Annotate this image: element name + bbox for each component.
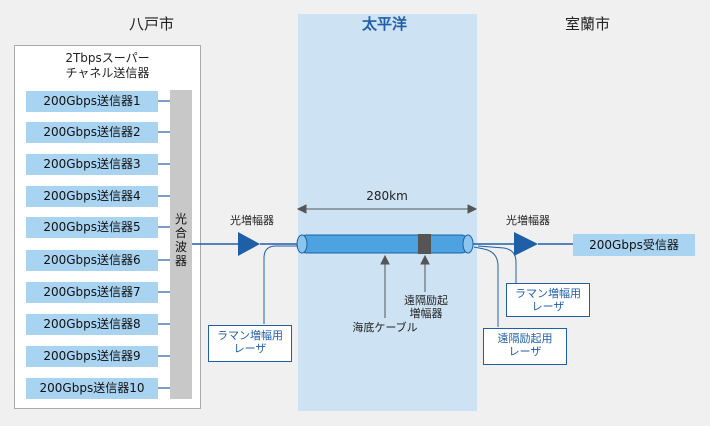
transmitter-channel: 200Gbps送信器6 [26,250,158,271]
raman-right-line1: ラマン増幅用 [515,287,581,300]
multiplexer-label-text: 光合波器 [174,212,187,268]
transmitter-channel: 200Gbps送信器9 [26,346,158,367]
pointer-arrows [380,254,430,318]
raman-right-line2: レーザ [531,300,565,313]
remote-amplifier-label-line2: 増幅器 [409,307,443,320]
right-amplifier-label: 光増幅器 [506,214,550,227]
transmitter-title: 2Tbpsスーパー チャネル送信器 [14,51,201,81]
transmitter-channel: 200Gbps送信器10 [26,378,158,399]
left-optical-amplifier-icon [238,232,260,256]
left-amplifier-label: 光増幅器 [230,214,274,227]
multiplexer-label: 光合波器 [170,212,192,268]
channel-connectors [158,100,170,389]
transmitter-channel: 200Gbps送信器8 [26,314,158,335]
transmitter-channel: 200Gbps送信器2 [26,122,158,143]
region-label-hachinohe: 八戸市 [129,15,175,33]
remote-pump-line1: 遠隔励起用 [497,332,553,345]
transmitter-channel: 200Gbps送信器1 [26,91,158,112]
undersea-cable-label: 海底ケーブル [352,321,418,334]
receiver-box: 200Gbps受信器 [573,234,695,256]
raman-left-line2: レーザ [233,342,267,355]
remote-pump-connector [473,246,499,327]
raman-left-connector [263,245,298,324]
remote-pump-line2: レーザ [508,345,542,358]
raman-laser-right-callout: ラマン増幅用 レーザ [506,283,590,317]
undersea-cable [296,234,474,254]
remote-pumped-amplifier [418,234,431,254]
remote-pump-laser-callout: 遠隔励起用 レーザ [483,328,567,365]
transmitter-title-line1: 2Tbpsスーパー [65,51,150,65]
raman-laser-left-callout: ラマン増幅用 レーザ [208,325,292,362]
region-label-muroran: 室蘭市 [565,15,611,33]
raman-right-connector [477,245,517,283]
distance-arrow [296,204,478,214]
transmitter-channel: 200Gbps送信器4 [26,186,158,207]
raman-left-line1: ラマン増幅用 [217,329,283,342]
transmitter-channel: 200Gbps送信器5 [26,217,158,238]
remote-amplifier-label-line1: 遠隔励起 [404,294,448,307]
pacific-ocean-region [298,14,477,411]
transmitter-title-line2: チャネル送信器 [65,66,150,80]
region-label-pacific: 太平洋 [362,15,408,33]
transmitter-channel: 200Gbps送信器3 [26,154,158,175]
optical-multiplexer [170,90,192,399]
transmitter-channel: 200Gbps送信器7 [26,282,158,303]
right-optical-amplifier-icon [514,232,538,256]
remote-amplifier-label: 遠隔励起 増幅器 [396,294,456,320]
distance-label: 280km [366,189,408,203]
